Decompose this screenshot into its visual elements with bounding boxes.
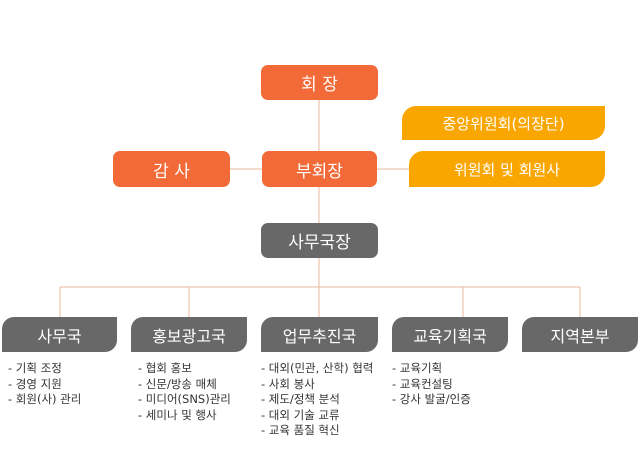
dept-pr-duties: - 협회 홍보 - 신문/방송 매체 - 미디어(SNS)관리 - 세미나 및 …: [138, 361, 231, 423]
dept-education-box: 교육기획국: [392, 317, 508, 352]
dept-operations-box: 업무추진국: [261, 317, 378, 352]
duty-item: - 경영 지원: [8, 376, 62, 391]
duty-item: - 대외 기술 교류: [261, 407, 340, 422]
central-committee-box: 중앙위원회(의장단): [402, 106, 605, 140]
duty-item: - 교육컨설팅: [392, 376, 453, 391]
vice-chairman-box: 부회장: [262, 151, 377, 187]
duty-item: - 제도/정책 분석: [261, 392, 340, 406]
duty-item: - 강사 발굴/인증: [392, 392, 471, 406]
duty-item: - 교육 품질 혁신: [261, 423, 340, 437]
secretary-general-box: 사무국장: [261, 223, 378, 258]
dept-operations-duties: - 대외(민관, 산학) 협력 - 사회 봉사 - 제도/정책 분석 - 대외 …: [261, 361, 373, 439]
committees-members-box: 위원회 및 회원사: [409, 151, 605, 187]
duty-item: - 세미나 및 행사: [138, 407, 217, 422]
duty-item: - 교육기획: [392, 361, 443, 375]
dept-regional-box: 지역본부: [522, 317, 638, 352]
duty-item: - 사회 봉사: [261, 376, 315, 391]
chairman-box: 회 장: [261, 65, 378, 100]
duty-item: - 미디어(SNS)관리: [138, 392, 231, 406]
dept-education-duties: - 교육기획 - 교육컨설팅 - 강사 발굴/인증: [392, 361, 471, 408]
duty-item: - 기획 조정: [8, 361, 62, 375]
dept-pr-box: 홍보광고국: [131, 317, 247, 352]
duty-item: - 대외(민관, 산학) 협력: [261, 361, 374, 375]
duty-item: - 신문/방송 매체: [138, 376, 217, 391]
dept-admin-duties: - 기획 조정 - 경영 지원 - 회원(사) 관리: [8, 361, 81, 408]
duty-item: - 협회 홍보: [138, 361, 192, 375]
dept-admin-box: 사무국: [2, 317, 117, 352]
auditor-box: 감 사: [113, 151, 230, 187]
duty-item: - 회원(사) 관리: [8, 392, 82, 406]
